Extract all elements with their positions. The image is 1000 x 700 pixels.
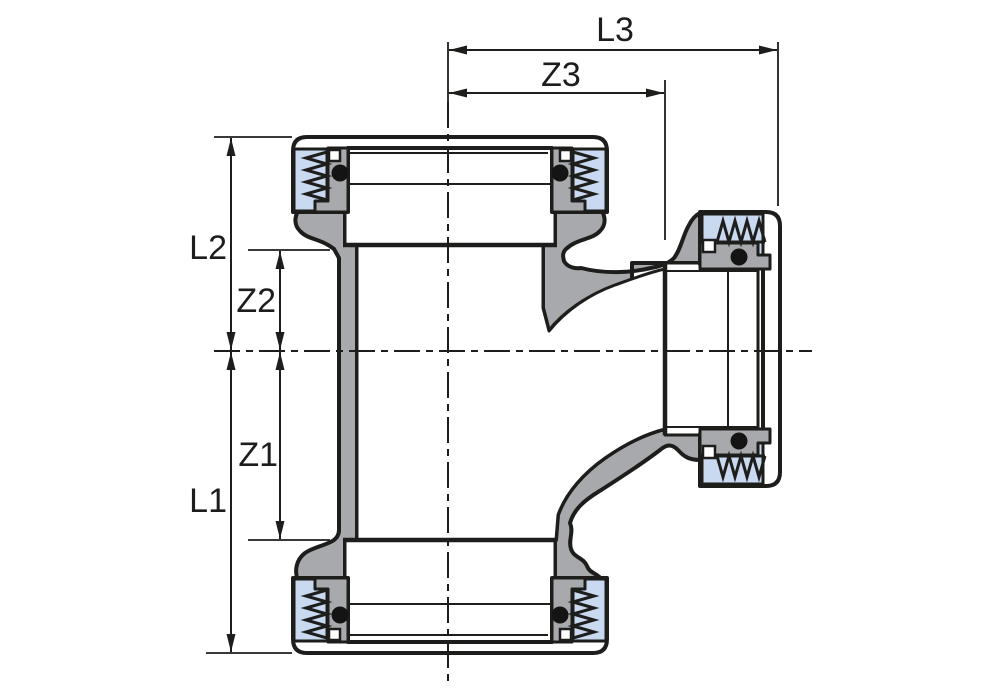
o-ring xyxy=(331,606,349,624)
o-ring xyxy=(730,248,748,266)
grip-ring xyxy=(313,576,350,644)
dimension-label: Z1 xyxy=(238,436,278,474)
dimension-label: Z2 xyxy=(236,282,276,320)
dimension-label: L2 xyxy=(189,229,227,267)
grip-ring xyxy=(550,576,587,644)
dimension-L1: L1 xyxy=(189,352,236,652)
thread-zigzag xyxy=(300,150,333,202)
main-bore xyxy=(355,243,760,542)
dimension-L2: L2 xyxy=(189,138,236,350)
dimension-L3: L3 xyxy=(449,11,777,55)
thread-zigzag xyxy=(567,588,600,640)
arrowhead xyxy=(275,251,285,269)
centerlines xyxy=(214,102,812,682)
o-ring xyxy=(730,432,748,450)
arrowhead xyxy=(226,634,236,652)
arrowhead xyxy=(226,352,236,370)
o-ring xyxy=(551,606,569,624)
arrowhead xyxy=(275,352,285,370)
bottom-port-nut xyxy=(291,576,609,655)
arrowhead xyxy=(275,521,285,539)
grip-notch xyxy=(701,444,717,460)
grip-notch xyxy=(701,238,717,254)
arrowhead xyxy=(275,332,285,350)
grip-ring xyxy=(550,146,587,214)
top-socket-bore xyxy=(343,146,557,247)
top-port-nut xyxy=(291,135,609,214)
arrowhead xyxy=(449,88,467,98)
arrowhead xyxy=(226,332,236,350)
dimension-Z1: Z1 xyxy=(238,352,285,539)
grip-notch xyxy=(558,148,573,163)
bores xyxy=(343,146,760,644)
o-ring xyxy=(331,164,349,182)
arrowhead xyxy=(226,138,236,156)
grip-ring xyxy=(313,146,350,214)
arrowhead xyxy=(449,45,467,55)
bottom-socket-bore xyxy=(343,538,557,644)
thread-zigzag xyxy=(715,450,767,483)
arrowhead xyxy=(646,88,664,98)
dimension-Z2: Z2 xyxy=(236,251,285,350)
right-port-nut xyxy=(698,210,782,488)
dimension-label: Z3 xyxy=(541,56,581,94)
dimension-label: L3 xyxy=(596,11,634,49)
dimension-label: L1 xyxy=(189,482,227,520)
dimensions: L3 Z3 L2 Z2 L1 xyxy=(189,11,779,654)
grip-notch xyxy=(558,627,573,642)
grip-notch xyxy=(327,627,342,642)
thread-zigzag xyxy=(715,215,767,248)
grip-notch xyxy=(327,148,342,163)
thread-zigzag xyxy=(300,588,333,640)
o-ring xyxy=(551,164,569,182)
dimension-Z3: Z3 xyxy=(449,56,664,98)
arrowhead xyxy=(759,45,777,55)
thread-zigzag xyxy=(567,150,600,202)
